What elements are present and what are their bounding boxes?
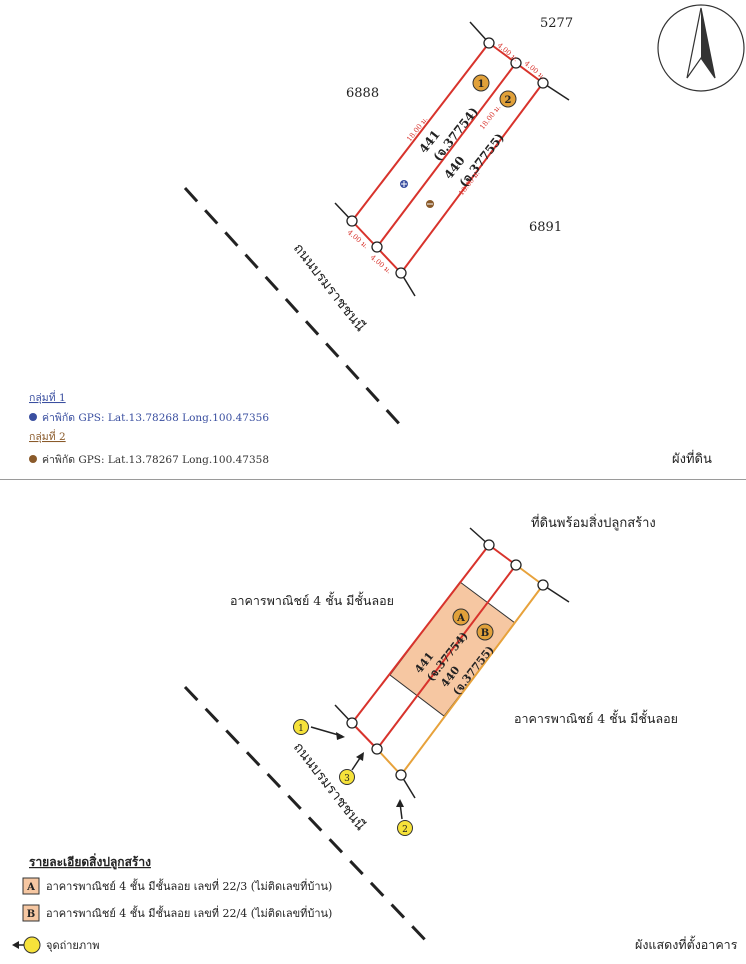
svg-text:1: 1 <box>478 79 485 90</box>
land-plan-drawing: 4.00 ม. 4.00 ม. 4.00 ม. 4.00 ม. 18.00 ม.… <box>29 4 745 467</box>
legend-title: รายละเอียดสิ่งปลูกสร้าง <box>29 853 151 870</box>
land-plan-panel: 4.00 ม. 4.00 ม. 4.00 ม. 4.00 ม. 18.00 ม.… <box>0 0 746 479</box>
gps-legend: กลุ่มที่ 1 ค่าพิกัด GPS: Lat.13.78268 Lo… <box>29 390 269 466</box>
legend-group1-title: กลุ่มที่ 1 <box>29 390 66 404</box>
legend-group2-title: กลุ่มที่ 2 <box>29 429 66 443</box>
parcel-boundaries <box>351 42 544 274</box>
parcel-east-number: 6891 <box>529 220 562 235</box>
photo-point-3: 3 <box>339 752 364 785</box>
lot-marker-2: 2 <box>499 90 517 108</box>
dimension-labels: 4.00 ม. 4.00 ม. 4.00 ม. 4.00 ม. 18.00 ม.… <box>346 41 547 275</box>
dim-front-left: 4.00 ม. <box>496 41 520 63</box>
legend-photo-text: จุดถ่ายภาพ <box>46 939 100 952</box>
svg-text:2: 2 <box>505 95 512 106</box>
building-legend: รายละเอียดสิ่งปลูกสร้าง A อาคารพาณิชย์ 4… <box>12 853 332 954</box>
north-arrow-icon <box>657 4 745 92</box>
east-neighbor-label: อาคารพาณิชย์ 4 ชั้น มีชั้นลอย <box>514 709 678 726</box>
building-marker-a: A <box>452 608 470 626</box>
gps-point-group2 <box>426 200 434 208</box>
dim-back-left: 4.00 ม. <box>346 228 370 250</box>
building-location-caption: ผังแสดงที่ตั้งอาคาร <box>635 935 738 952</box>
legend-item-b-key: B <box>27 909 35 920</box>
svg-text:B: B <box>481 628 489 639</box>
road-label-bottom: ถนนบรมราชชนนี <box>290 740 369 834</box>
photo-marker-icon <box>23 936 41 954</box>
boundary-pegs-bottom <box>346 539 549 781</box>
building-location-panel: 441 (จ.37754) 440 (จ.37755) A B ที่ดินพร… <box>0 480 746 960</box>
svg-text:2: 2 <box>402 825 408 835</box>
panel-divider <box>0 479 746 480</box>
north-neighbor-label: ที่ดินพร้อมสิ่งปลูกสร้าง <box>531 514 656 531</box>
road-label: ถนนบรมราชชนนี <box>290 241 369 335</box>
lot-marker-1: 1 <box>472 74 490 92</box>
legend-item-a-key: A <box>26 882 35 893</box>
legend-item-a-text: อาคารพาณิชย์ 4 ชั้น มีชั้นลอย เลขที่ 22/… <box>46 878 332 893</box>
building-location-drawing: 441 (จ.37754) 440 (จ.37755) A B ที่ดินพร… <box>12 514 738 954</box>
svg-text:1: 1 <box>298 724 304 734</box>
land-plan-caption: ผังที่ดิน <box>672 450 712 467</box>
dim-back-right: 4.00 ม. <box>369 253 393 275</box>
legend-group2-gps: ค่าพิกัด GPS: Lat.13.78267 Long.100.4735… <box>42 454 269 466</box>
photo-point-1: 1 <box>293 719 345 740</box>
parcel-north-number: 5277 <box>540 16 573 31</box>
svg-text:A: A <box>456 613 465 624</box>
boundary-pegs <box>346 37 549 279</box>
svg-text:3: 3 <box>344 774 350 784</box>
building-marker-b: B <box>476 623 494 641</box>
parcel-west-number: 6888 <box>346 86 379 101</box>
legend-group1-gps: ค่าพิกัด GPS: Lat.13.78268 Long.100.4735… <box>42 412 269 424</box>
west-neighbor-label: อาคารพาณิชย์ 4 ชั้น มีชั้นลอย <box>230 591 394 608</box>
road-centerline <box>183 186 405 430</box>
gps-point-group1 <box>400 180 408 188</box>
photo-point-2: 2 <box>396 799 413 836</box>
legend-item-b-text: อาคารพาณิชย์ 4 ชั้น มีชั้นลอย เลขที่ 22/… <box>46 905 332 920</box>
